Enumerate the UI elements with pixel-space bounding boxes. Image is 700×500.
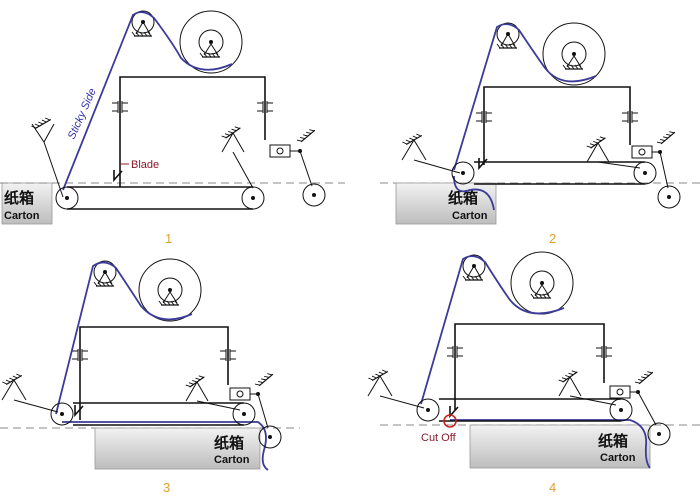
tape-path xyxy=(55,261,193,415)
cut-off-marker xyxy=(443,414,457,428)
carton-label-cn: 纸箱 xyxy=(4,189,34,207)
step-number: 3 xyxy=(163,480,170,495)
carton-label-cn: 纸箱 xyxy=(214,434,244,452)
tape-path xyxy=(453,23,597,171)
carton-box xyxy=(469,424,651,469)
tape-path xyxy=(420,255,565,405)
carton-label-cn: 纸箱 xyxy=(448,189,478,207)
panel-step-3: 纸箱 Carton 3 xyxy=(0,258,300,495)
step-number: 1 xyxy=(165,231,172,246)
carton-label-en: Carton xyxy=(600,452,636,464)
blade-label: Blade xyxy=(131,159,159,171)
cut-off-label: Cut Off xyxy=(421,432,457,444)
step-number: 4 xyxy=(549,480,556,495)
carton-box xyxy=(94,427,261,470)
panel-step-2: 纸箱 Carton 2 xyxy=(380,22,700,246)
carton-label-en: Carton xyxy=(4,210,40,222)
carton-label-en: Carton xyxy=(452,210,488,222)
tape-path xyxy=(62,11,233,191)
carton-label-cn: 纸箱 xyxy=(598,432,628,450)
carton-label-en: Carton xyxy=(214,454,250,466)
carton-box xyxy=(1,182,53,225)
panel-step-4: 纸箱 Carton Cut Off xyxy=(367,251,700,495)
panel-step-1: 纸箱 Carton Sticky Side xyxy=(0,10,345,246)
step-number: 2 xyxy=(549,231,556,246)
